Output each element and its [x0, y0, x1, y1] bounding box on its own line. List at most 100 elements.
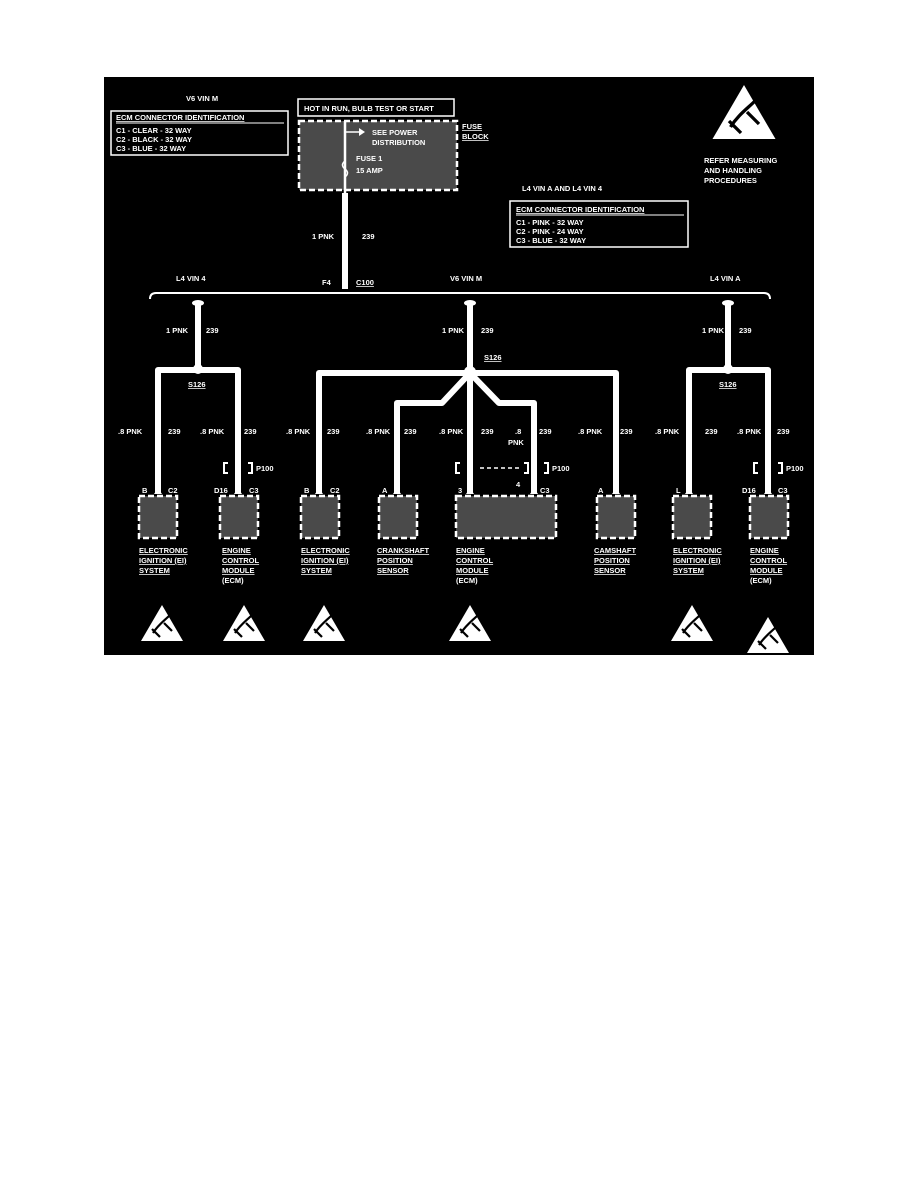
branch-left-size: 1 PNK [166, 326, 189, 335]
esd-icon-2 [221, 603, 267, 643]
comp8-line2: CONTROL [750, 556, 787, 565]
comp2-pin-a: D16 [214, 486, 228, 495]
comp5-pin-a: 3 [458, 486, 462, 495]
component-camshaft-sensor: A CAMSHAFT POSITION SENSOR [594, 486, 636, 575]
drop-5-size: .8 PNK [439, 427, 464, 436]
comp3-line3: SYSTEM [301, 566, 332, 575]
ecm-v6-c1: C1 - CLEAR - 32 WAY [116, 126, 192, 135]
comp7-line3: SYSTEM [673, 566, 704, 575]
wiring-diagram: V6 VIN M ECM CONNECTOR IDENTIFICATION C1… [104, 77, 814, 655]
drop-8-size: .8 PNK [655, 427, 680, 436]
comp5-pin-mid: 4 [516, 480, 521, 489]
comp5-pin-b: C3 [540, 486, 550, 495]
main-wire-circuit: 239 [362, 232, 375, 241]
drop-9-size: .8 PNK [737, 427, 762, 436]
drop-5-circuit: 239 [481, 427, 494, 436]
main-wire-connector: C100 [356, 278, 374, 287]
branch-right-splice: S126 [719, 380, 737, 389]
branch-right: 1 PNK 239 S126 [686, 300, 771, 494]
fuse-number: FUSE 1 [356, 154, 382, 163]
comp6-line1: CAMSHAFT [594, 546, 636, 555]
esd-icon-5 [669, 603, 715, 643]
esd-icon-3 [301, 603, 347, 643]
comp2-line3: MODULE [222, 566, 255, 575]
component-ei-center: B C2 ELECTRONIC IGNITION (EI) SYSTEM [299, 486, 350, 575]
comp8-line3: MODULE [750, 566, 783, 575]
ecm-l4-c2: C2 - PINK - 24 WAY [516, 227, 584, 236]
comp6-pin-a: A [598, 486, 604, 495]
drop-3-circuit: 239 [327, 427, 340, 436]
ecm-connector-table-v6: ECM CONNECTOR IDENTIFICATION C1 - CLEAR … [110, 110, 289, 156]
comp4-line3: SENSOR [377, 566, 409, 575]
wiring-diagram-svg: V6 VIN M ECM CONNECTOR IDENTIFICATION C1… [110, 83, 804, 655]
branch-center-splice: S126 [484, 353, 502, 362]
branch-center: 1 PNK 239 S126 [316, 300, 619, 494]
comp6-line2: POSITION [594, 556, 630, 565]
comp4-pin-a: A [382, 486, 388, 495]
comp1-pin-b: C2 [168, 486, 178, 495]
comp7-line1: ELECTRONIC [673, 546, 722, 555]
drop-9-circuit: 239 [777, 427, 790, 436]
branch-left-circuit: 239 [206, 326, 219, 335]
options-bracket [149, 292, 771, 300]
component-ecm-center: 3 4 C3 ENGINE CONTROL MODULE (ECM) [454, 480, 558, 585]
comp3-pin-a: B [304, 486, 310, 495]
component-crankshaft-sensor: A CRANKSHAFT POSITION SENSOR [377, 486, 429, 575]
comp1-pin-a: B [142, 486, 148, 495]
hot-in-run-label: HOT IN RUN, BULB TEST OR START [304, 104, 434, 113]
drop-4-circuit: 239 [404, 427, 417, 436]
warning-line-2: AND HANDLING [704, 166, 762, 175]
branch-left-title: L4 VIN 4 [176, 274, 206, 283]
ecm-v6-c3: C3 - BLUE - 32 WAY [116, 144, 186, 153]
branch-center-title: V6 VIN M [450, 274, 482, 283]
hot-in-run-box [297, 98, 455, 117]
comp5-line2: CONTROL [456, 556, 493, 565]
drop-2-size: .8 PNK [200, 427, 225, 436]
comp4-line1: CRANKSHAFT [377, 546, 429, 555]
esd-warning-icon [710, 83, 778, 141]
fuse-block-label-2: BLOCK [462, 132, 489, 141]
fuse-see-power: SEE POWER [372, 128, 418, 137]
comp8-line4: (ECM) [750, 576, 772, 585]
comp2-line2: CONTROL [222, 556, 259, 565]
comp5-line3: MODULE [456, 566, 489, 575]
ecm-connector-table-l4: ECM CONNECTOR IDENTIFICATION C1 - PINK -… [509, 200, 689, 248]
branch-left-splice: S126 [188, 380, 206, 389]
comp8-pin-a: D16 [742, 486, 756, 495]
p100-left: P100 [256, 464, 274, 473]
p100-center: P100 [552, 464, 570, 473]
v6-title: V6 VIN M [186, 94, 218, 103]
ecm-v6-title: ECM CONNECTOR IDENTIFICATION [116, 113, 244, 122]
comp1-line2: IGNITION (EI) [139, 556, 187, 565]
comp7-pin-a: L [676, 486, 681, 495]
drop-1-circuit: 239 [168, 427, 181, 436]
fuse-distribution: DISTRIBUTION [372, 138, 425, 147]
branch-center-circuit: 239 [481, 326, 494, 335]
esd-icon-1 [139, 603, 185, 643]
drop-6-size-1: .8 [515, 427, 521, 436]
branch-right-title: L4 VIN A [710, 274, 741, 283]
esd-icon-4 [447, 603, 493, 643]
drop-8-circuit: 239 [705, 427, 718, 436]
drop-6-size-2: PNK [508, 438, 524, 447]
ecm-l4-title: ECM CONNECTOR IDENTIFICATION [516, 205, 644, 214]
p100-right: P100 [786, 464, 804, 473]
drop-2-circuit: 239 [244, 427, 257, 436]
ecm-l4-c3: C3 - BLUE - 32 WAY [516, 236, 586, 245]
drop-4-size: .8 PNK [366, 427, 391, 436]
comp2-line4: (ECM) [222, 576, 244, 585]
fuse-block: SEE POWER DISTRIBUTION FUSE 1 15 AMP FUS… [297, 119, 489, 193]
warning-line-3: PROCEDURES [704, 176, 757, 185]
comp8-pin-b: C3 [778, 486, 788, 495]
comp3-line1: ELECTRONIC [301, 546, 350, 555]
comp3-line2: IGNITION (EI) [301, 556, 349, 565]
drop-labels: .8 PNK 239 .8 PNK 239 .8 PNK 239 .8 PNK … [118, 427, 790, 447]
component-ecm-right: D16 C3 ENGINE CONTROL MODULE (ECM) [742, 486, 790, 585]
branch-left: 1 PNK 239 S126 [155, 300, 241, 494]
comp8-line1: ENGINE [750, 546, 779, 555]
drop-3-size: .8 PNK [286, 427, 311, 436]
warning-line-1: REFER MEASURING [704, 156, 778, 165]
drop-7-size: .8 PNK [578, 427, 603, 436]
component-ei-right: L ELECTRONIC IGNITION (EI) SYSTEM [671, 486, 722, 575]
branch-center-size: 1 PNK [442, 326, 465, 335]
